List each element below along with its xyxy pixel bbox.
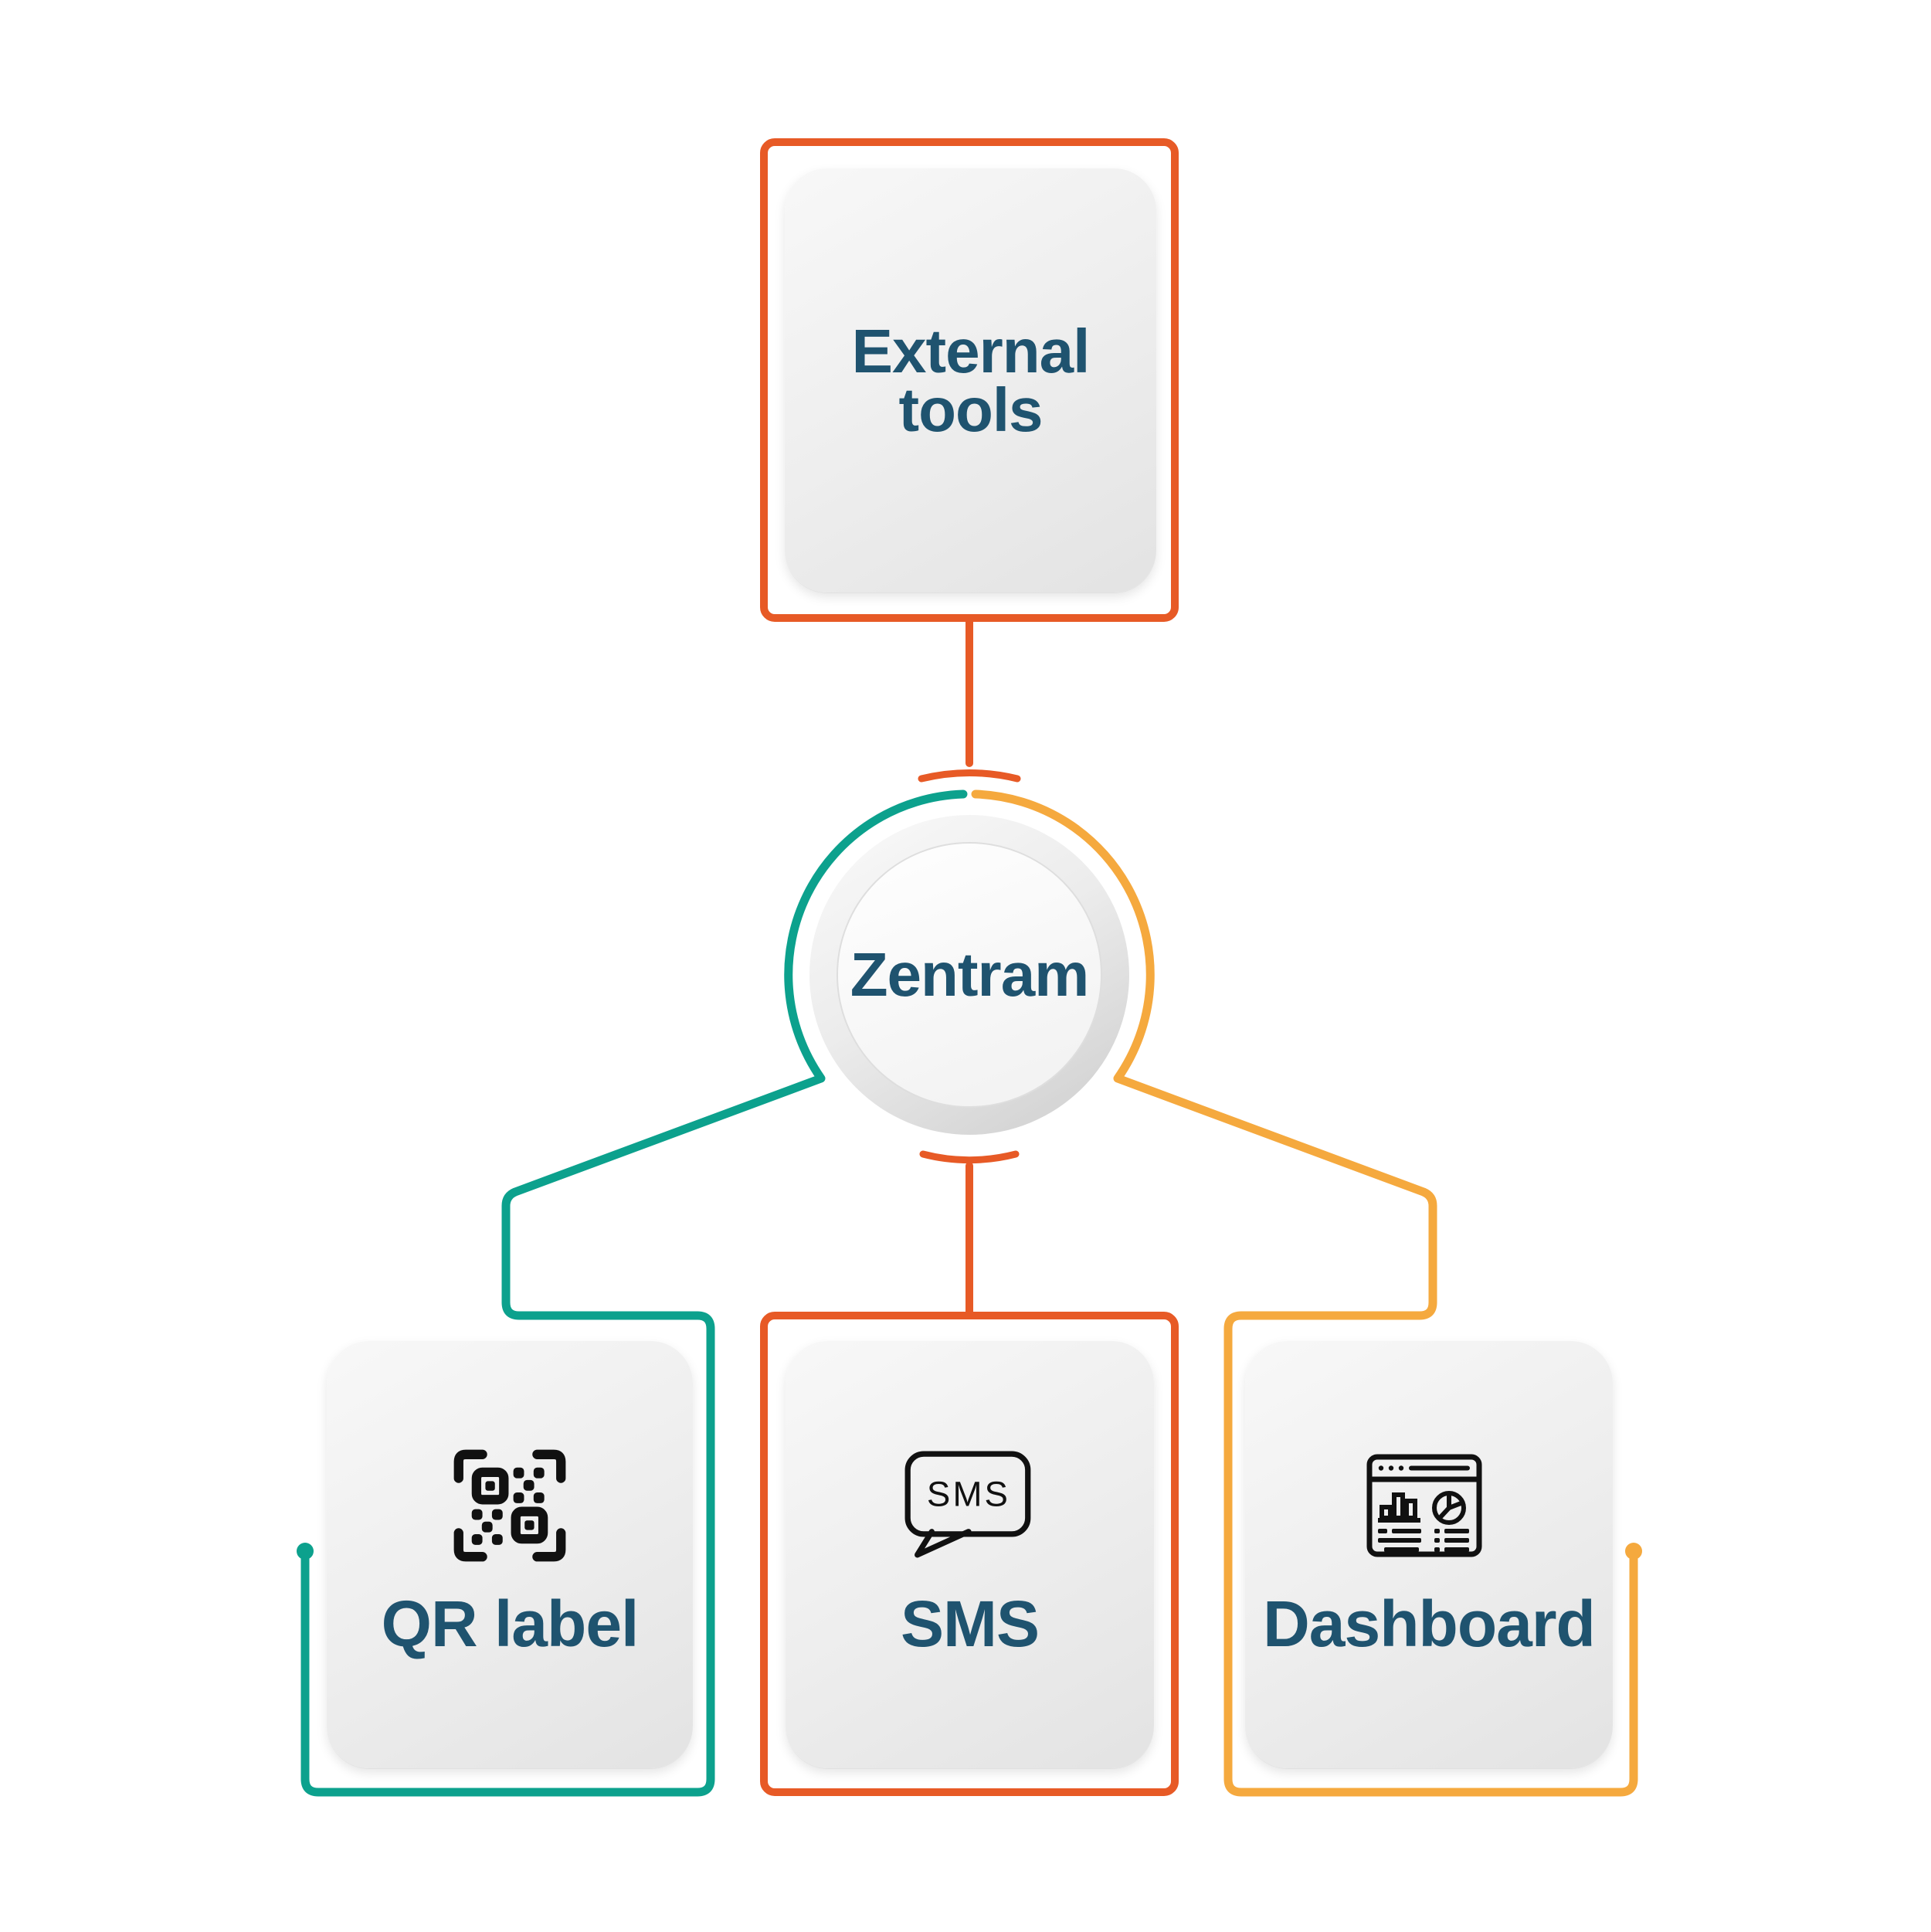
zentram-bottom-arc [919, 1150, 1020, 1164]
node-qr-label: QR label [327, 1341, 693, 1768]
node-zentram: Zentram [799, 921, 1139, 1029]
zentram-label: Zentram [850, 940, 1090, 1009]
dashboard-branch-endpoint-dot [1625, 1543, 1642, 1560]
sms-speech-bubble-icon: SMS [904, 1451, 1031, 1558]
qr-code-icon [453, 1449, 566, 1562]
sms-frame [760, 1312, 1179, 1796]
dashboard-window-icon [1366, 1454, 1482, 1557]
node-external-tools: External tools [785, 168, 1156, 593]
qr-branch-endpoint-dot [297, 1543, 314, 1560]
qr-label-text: QR label [381, 1587, 640, 1660]
zentram-circle-inner [837, 842, 1102, 1108]
node-sms: SMS SMS [786, 1341, 1154, 1768]
sms-bubble-label: SMS [927, 1475, 1010, 1514]
node-dashboard: Dashboard [1245, 1341, 1613, 1768]
external-tools-label: External tools [851, 316, 1091, 444]
edge-zentram-qr [300, 789, 968, 1797]
edge-zentram-dashboard [971, 789, 1638, 1797]
dashboard-label-text: Dashboard [1263, 1587, 1596, 1660]
zentram-top-arc [918, 769, 1021, 783]
sms-label-text: SMS [900, 1587, 1040, 1660]
